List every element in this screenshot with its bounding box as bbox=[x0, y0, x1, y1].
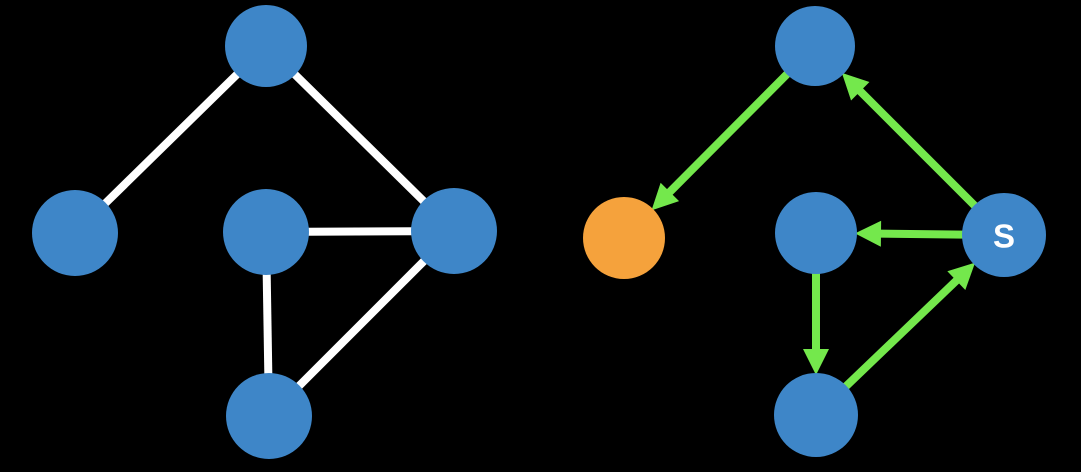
node-circle[interactable] bbox=[774, 373, 858, 457]
graph-node-L2[interactable] bbox=[32, 190, 118, 276]
graph-node-R1[interactable] bbox=[775, 6, 855, 86]
graph-node-R2[interactable] bbox=[583, 197, 665, 279]
edges-layer bbox=[101, 70, 979, 391]
node-circle[interactable] bbox=[225, 5, 307, 87]
node-label-R5: S bbox=[993, 218, 1015, 255]
graph-node-R4[interactable] bbox=[774, 373, 858, 457]
edge-L3-L4 bbox=[306, 227, 414, 236]
node-circle-source[interactable] bbox=[962, 193, 1046, 277]
graph-node-R3[interactable] bbox=[775, 192, 857, 274]
directed-edge-R5-R1 bbox=[841, 72, 979, 210]
directed-edge-R3-R4 bbox=[803, 272, 829, 375]
nodes-layer: S bbox=[32, 5, 1046, 459]
node-circle[interactable] bbox=[775, 192, 857, 274]
node-circle-visited[interactable] bbox=[583, 197, 665, 279]
graph-node-L5[interactable] bbox=[226, 373, 312, 459]
graph-node-R5[interactable]: S bbox=[962, 193, 1046, 277]
node-circle[interactable] bbox=[226, 373, 312, 459]
node-circle[interactable] bbox=[775, 6, 855, 86]
graph-node-L4[interactable] bbox=[411, 188, 497, 274]
graph-node-L1[interactable] bbox=[225, 5, 307, 87]
node-circle[interactable] bbox=[411, 188, 497, 274]
edge-L5-L4 bbox=[295, 257, 428, 390]
node-circle[interactable] bbox=[223, 189, 309, 275]
directed-edge-R5-R3 bbox=[854, 220, 965, 247]
graph-node-L3[interactable] bbox=[223, 189, 309, 275]
node-circle[interactable] bbox=[32, 190, 118, 276]
edge-L1-L4 bbox=[290, 70, 428, 206]
edge-L3-L5 bbox=[262, 272, 273, 376]
directed-edge-R1-R2 bbox=[651, 70, 792, 211]
edge-L1-L2 bbox=[101, 70, 241, 208]
directed-edge-R4-R5 bbox=[842, 262, 976, 391]
